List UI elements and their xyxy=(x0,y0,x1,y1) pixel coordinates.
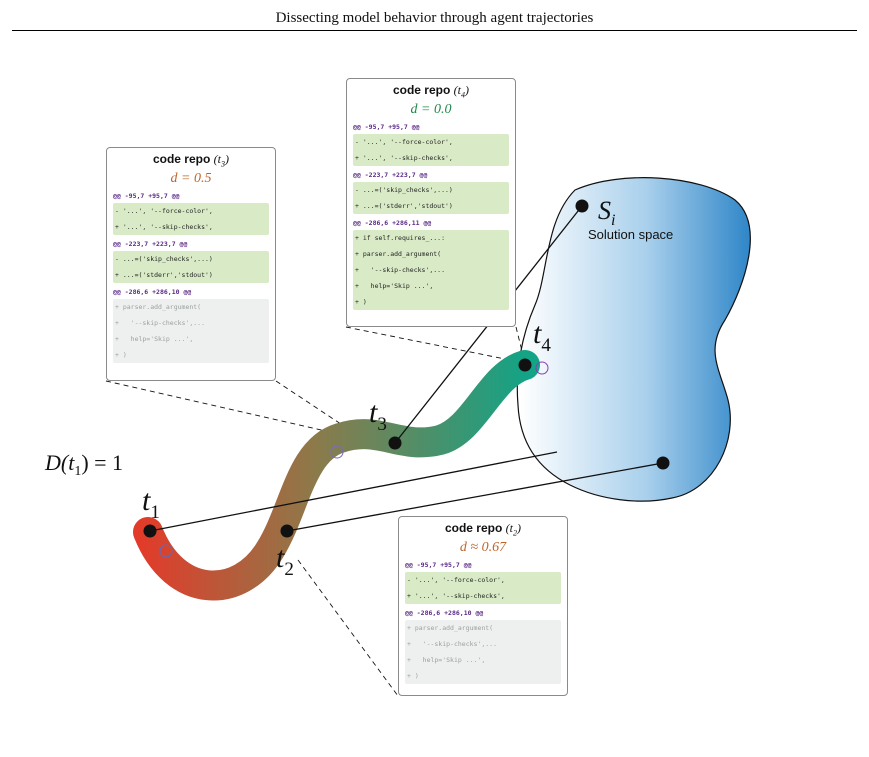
hunk-header: @@ -95,7 +95,7 @@ xyxy=(405,561,472,570)
hunk-header: @@ -223,7 +223,7 @@ xyxy=(113,240,188,249)
line-t1 xyxy=(149,451,558,532)
connector-t2 xyxy=(297,559,399,697)
diff-hunk: - ...=('skip_checks',...) + ...=('stderr'… xyxy=(353,182,509,215)
diff-line: + ...=('stderr','stdout') xyxy=(355,202,453,211)
diff-line: - '...', '--force-color', xyxy=(355,138,453,147)
diff-line: + ) xyxy=(115,351,127,360)
diff-hunk: + parser.add_argument( + '--skip-checks',… xyxy=(405,620,561,685)
diff-line: + '--skip-checks',... xyxy=(355,266,446,275)
diff-line: + parser.add_argument( xyxy=(115,303,202,312)
code-repo-panel-t4: code repo (t4) d = 0.0 @@ -95,7 +95,7 @@… xyxy=(346,78,516,327)
hunk-header: @@ -95,7 +95,7 @@ xyxy=(353,123,420,132)
point-t4 xyxy=(518,358,532,372)
panel-distance: d = 0.0 xyxy=(410,102,452,118)
diff-hunk: - '...', '--force-color', + '...', '--ski… xyxy=(405,572,561,605)
diff-line: - ...=('skip_checks',...) xyxy=(355,186,453,195)
header-rule xyxy=(12,30,857,31)
point-t1 xyxy=(143,524,157,538)
point-t2 xyxy=(280,524,294,538)
label-t2: t2 xyxy=(276,541,294,580)
panel-distance: d ≈ 0.67 xyxy=(459,540,507,556)
connector-t4-left xyxy=(345,326,526,364)
running-title: Dissecting model behavior through agent … xyxy=(275,10,594,26)
diff-line: - '...', '--force-color', xyxy=(115,207,213,216)
panel-title: code repo (t3) xyxy=(152,152,230,169)
diff-line: + if self.requires_...: xyxy=(355,234,446,243)
point-solution-top xyxy=(575,199,589,213)
diff-line: - ...=('skip_checks',...) xyxy=(115,255,213,264)
distance-label: D(t1) = 1 xyxy=(44,450,123,479)
diff-line: + '--skip-checks',... xyxy=(115,319,206,328)
diff-hunk: - '...', '--force-color', + '...', '--ski… xyxy=(353,134,509,167)
hunk-header: @@ -286,6 +286,10 @@ xyxy=(405,609,484,618)
diff-line: + '...', '--skip-checks', xyxy=(355,154,453,163)
diff-line: + parser.add_argument( xyxy=(355,250,442,259)
diff-line: - '...', '--force-color', xyxy=(407,576,505,585)
point-t3 xyxy=(388,436,402,450)
diff-hunk: + parser.add_argument( + '--skip-checks',… xyxy=(113,299,269,364)
code-repo-panel-t2: code repo (t2) d ≈ 0.67 @@ -95,7 +95,7 @… xyxy=(398,516,568,696)
diff-hunk: - '...', '--force-color', + '...', '--ski… xyxy=(113,203,269,236)
label-t4: t4 xyxy=(533,317,551,356)
diff-line: + help='Skip ...', xyxy=(355,282,434,291)
point-solution-right xyxy=(656,456,670,470)
diff-line: + ...=('stderr','stdout') xyxy=(115,271,213,280)
diff-line: + ) xyxy=(355,298,367,307)
diff-line: + '--skip-checks',... xyxy=(407,640,498,649)
diff-hunk: - ...=('skip_checks',...) + ...=('stderr'… xyxy=(113,251,269,284)
diff-line: + parser.add_argument( xyxy=(407,624,494,633)
diff-line: + '...', '--skip-checks', xyxy=(407,592,505,601)
line-t2 xyxy=(286,462,664,532)
code-repo-panel-t3: code repo (t3) d = 0.5 @@ -95,7 +95,7 @@… xyxy=(106,147,276,381)
diff-line: + '...', '--skip-checks', xyxy=(115,223,213,232)
panel-distance: d = 0.5 xyxy=(170,171,212,187)
panel-title: code repo (t2) xyxy=(444,521,522,538)
solution-space-region xyxy=(516,177,751,502)
trajectory-points xyxy=(143,199,670,538)
trajectory-markers xyxy=(159,361,549,558)
hunk-header: @@ -223,7 +223,7 @@ xyxy=(353,171,428,180)
diff-line: + ) xyxy=(407,672,419,681)
diff-hunk: + if self.requires_...: + parser.add_argu… xyxy=(353,230,509,311)
hunk-header: @@ -286,6 +286,11 @@ xyxy=(353,219,432,228)
label-t1: t1 xyxy=(142,484,160,523)
solution-space-symbol: Si xyxy=(598,196,615,229)
solution-space-caption: Solution space xyxy=(588,227,673,242)
label-t3: t3 xyxy=(369,396,387,435)
panel-title: code repo (t4) xyxy=(392,83,470,100)
hunk-header: @@ -286,6 +286,10 @@ xyxy=(113,288,192,297)
diff-line: + help='Skip ...', xyxy=(407,656,486,665)
diff-line: + help='Skip ...', xyxy=(115,335,194,344)
trajectory-tube xyxy=(133,350,540,601)
hunk-header: @@ -95,7 +95,7 @@ xyxy=(113,192,180,201)
